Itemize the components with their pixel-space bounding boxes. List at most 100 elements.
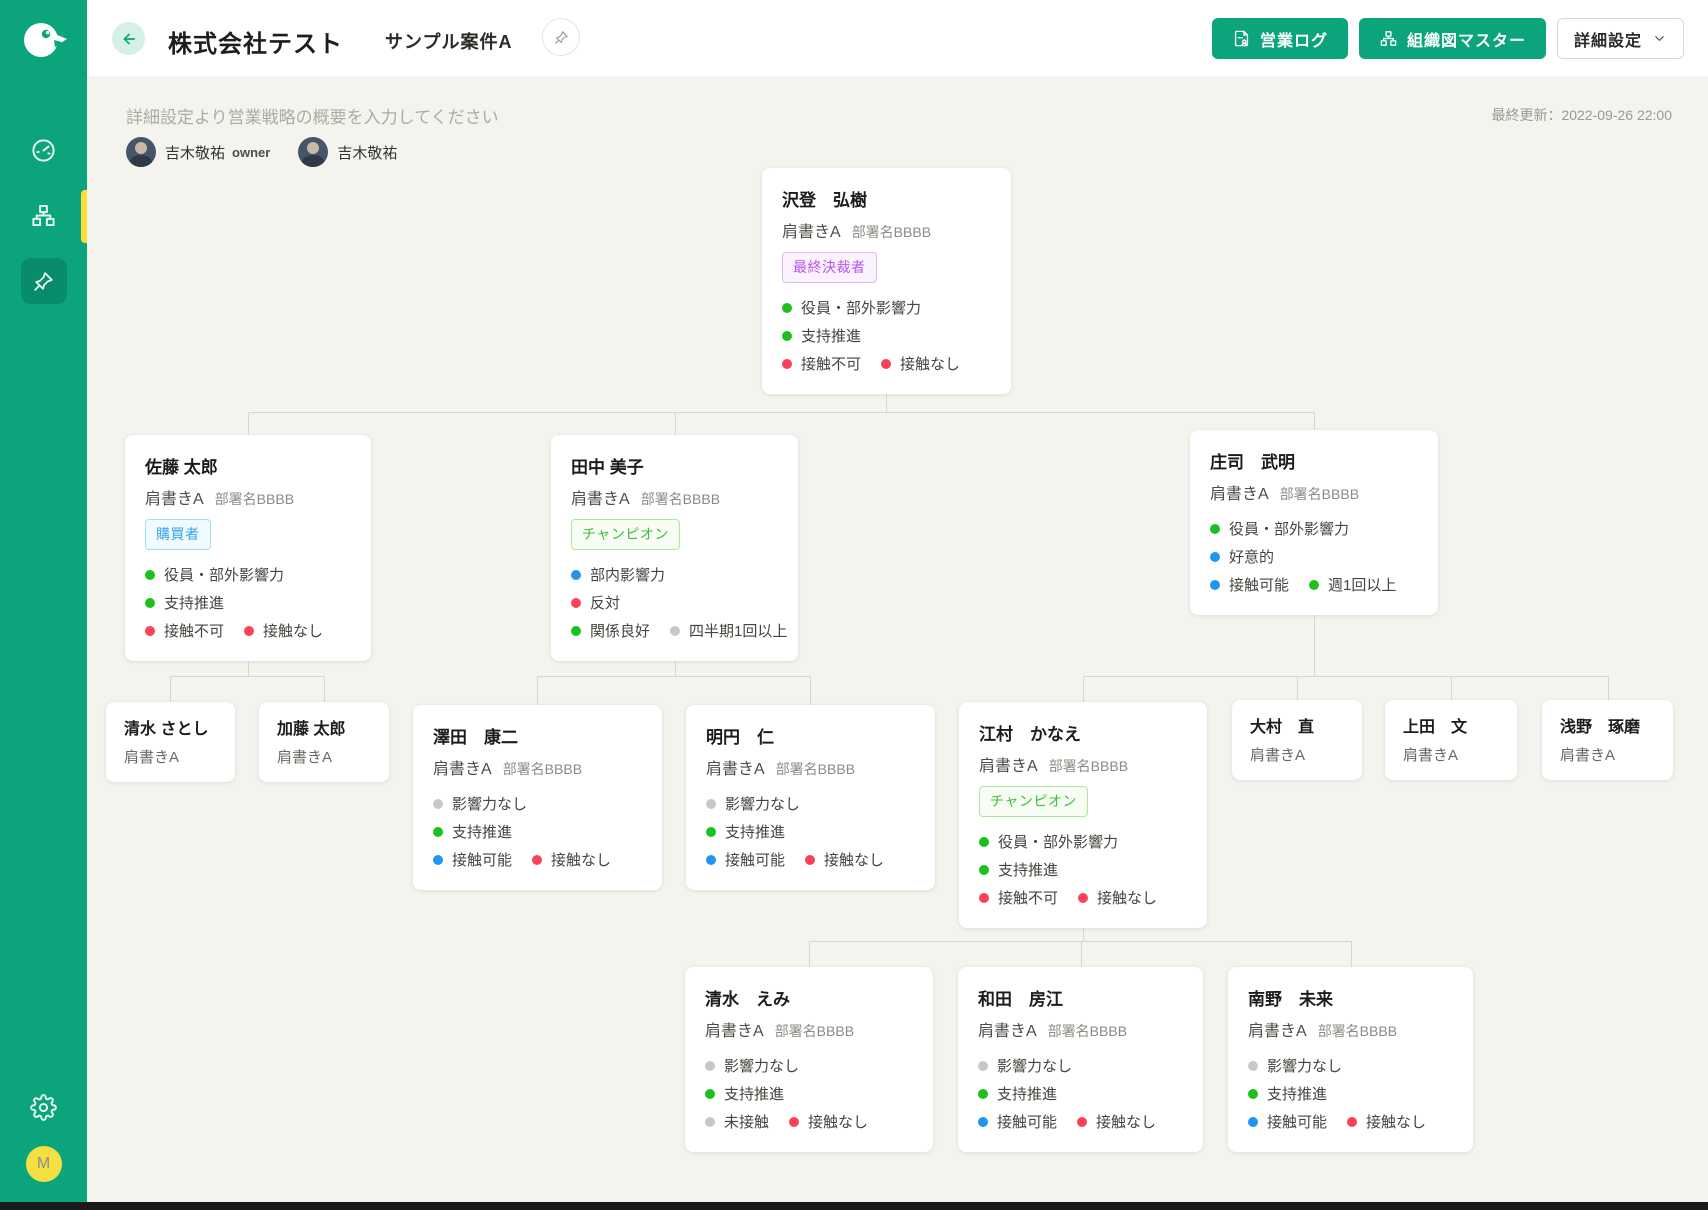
status-item: 接触可能 xyxy=(433,849,512,870)
gauge-icon xyxy=(32,138,55,162)
connector-line xyxy=(809,941,1351,942)
app-logo[interactable] xyxy=(18,14,70,66)
person-card[interactable]: 和田 房江 肩書きA 部署名BBBB 影響力なし支持推進接触可能接触なし xyxy=(958,967,1203,1152)
person-name: 浅野 琢磨 xyxy=(1560,719,1641,736)
person-card[interactable]: 加藤 太郎 肩書きA xyxy=(259,702,389,782)
member-item[interactable]: 吉木敬祐 xyxy=(298,137,397,167)
status-dot-blue xyxy=(1248,1116,1258,1127)
connector-line xyxy=(1314,412,1315,430)
org-chart-icon xyxy=(32,204,55,226)
pin-deal-button[interactable] xyxy=(542,18,580,56)
status-dot-green xyxy=(979,864,989,875)
status-label: 役員・部外影響力 xyxy=(998,834,1119,851)
user-avatar[interactable]: M xyxy=(25,1146,62,1182)
header-actions: 営業ログ 組織図マスター 詳細設定 xyxy=(1211,18,1684,59)
person-card[interactable]: 江村 かなえ 肩書きA 部署名BBBB チャンピオン 役員・部外影響力支持推進接… xyxy=(959,702,1207,928)
person-title: 肩書きA xyxy=(1248,1023,1307,1040)
status-row: 接触可能接触なし xyxy=(706,849,915,870)
status-row: 役員・部外影響力 xyxy=(1210,518,1418,539)
sidebar-item-org-chart[interactable] xyxy=(21,192,67,238)
person-title: 肩書きA xyxy=(979,758,1038,775)
person-name: 清水 さとし xyxy=(124,721,209,738)
member-list: 吉木敬祐 owner 吉木敬祐 xyxy=(126,137,397,167)
status-item: 影響力なし xyxy=(1248,1055,1342,1076)
person-card[interactable]: 清水 さとし 肩書きA xyxy=(106,702,235,782)
back-button[interactable] xyxy=(112,22,145,55)
status-item: 支持推進 xyxy=(145,592,224,613)
sales-log-button[interactable]: 営業ログ xyxy=(1211,18,1348,59)
person-name: 加藤 太郎 xyxy=(277,721,346,738)
sidebar-item-pinned[interactable] xyxy=(20,258,67,304)
status-row: 支持推進 xyxy=(706,821,915,842)
status-label: 好意的 xyxy=(1229,549,1275,566)
org-master-button[interactable]: 組織図マスター xyxy=(1358,18,1546,59)
member-owner[interactable]: 吉木敬祐 owner xyxy=(126,137,270,167)
person-card[interactable]: 庄司 武明 肩書きA 部署名BBBB 役員・部外影響力好意的接触可能週1回以上 xyxy=(1190,430,1438,615)
person-title-row: 肩書きA 部署名BBBB xyxy=(978,1017,1183,1041)
status-rows: 影響力なし支持推進接触可能接触なし xyxy=(978,1055,1183,1132)
person-title: 肩書きA xyxy=(433,761,492,778)
person-title-row: 肩書きA 部署名BBBB xyxy=(706,755,915,779)
status-item: 好意的 xyxy=(1210,546,1274,567)
document-log-icon xyxy=(1234,30,1249,47)
person-card[interactable]: 清水 えみ 肩書きA 部署名BBBB 影響力なし支持推進未接触接触なし xyxy=(685,967,933,1152)
person-name: 田中 美子 xyxy=(571,458,644,477)
person-title: 肩書きA xyxy=(978,1023,1037,1040)
status-label: 支持推進 xyxy=(452,824,513,841)
person-card[interactable]: 澤田 康二 肩書きA 部署名BBBB 影響力なし支持推進接触可能接触なし xyxy=(413,705,662,890)
status-item: 接触可能 xyxy=(1210,574,1289,595)
status-item: 役員・部外影響力 xyxy=(1210,518,1349,539)
status-dot-red xyxy=(782,358,792,369)
connector-line xyxy=(248,412,249,435)
pin-icon xyxy=(34,271,53,291)
status-item: 部内影響力 xyxy=(571,564,665,585)
status-item: 影響力なし xyxy=(706,793,800,814)
status-label: 影響力なし xyxy=(1267,1058,1343,1075)
pin-icon xyxy=(554,30,568,44)
status-row: 接触不可接触なし xyxy=(979,887,1187,908)
sidebar-item-dashboard[interactable] xyxy=(21,127,67,173)
person-card[interactable]: 大村 直 肩書きA xyxy=(1232,700,1362,780)
status-row: 支持推進 xyxy=(978,1083,1183,1104)
sidebar-item-settings[interactable] xyxy=(21,1084,67,1130)
member-avatar xyxy=(298,137,329,167)
status-dot-red xyxy=(145,625,155,636)
person-name: 上田 文 xyxy=(1403,719,1468,736)
status-item: 接触なし xyxy=(789,1111,868,1132)
connector-line xyxy=(675,412,676,435)
detail-settings-button[interactable]: 詳細設定 xyxy=(1556,18,1684,59)
status-label: 影響力なし xyxy=(997,1058,1073,1075)
person-title: 肩書きA xyxy=(277,749,333,766)
status-label: 支持推進 xyxy=(997,1086,1058,1103)
status-dot-green xyxy=(978,1088,988,1099)
status-label: 接触なし xyxy=(1096,1114,1157,1131)
person-card[interactable]: 上田 文 肩書きA xyxy=(1385,700,1517,780)
person-card[interactable]: 明円 仁 肩書きA 部署名BBBB 影響力なし支持推進接触可能接触なし xyxy=(686,705,935,890)
role-badge: 最終決裁者 xyxy=(782,252,877,283)
connector-line xyxy=(170,676,324,677)
status-row: 接触不可接触なし xyxy=(145,620,351,641)
status-dot-gray xyxy=(433,798,443,809)
person-card[interactable]: 沢登 弘樹 肩書きA 部署名BBBB 最終決裁者 役員・部外影響力支持推進接触不… xyxy=(762,168,1011,394)
status-item: 支持推進 xyxy=(978,1083,1057,1104)
strategy-summary-input[interactable]: 詳細設定より営業戦略の概要を入力してください xyxy=(126,108,499,127)
status-row: 反対 xyxy=(571,592,778,613)
person-name: 清水 えみ xyxy=(705,990,790,1009)
connector-line xyxy=(537,676,810,677)
status-label: 支持推進 xyxy=(1267,1086,1328,1103)
person-card[interactable]: 田中 美子 肩書きA 部署名BBBB チャンピオン 部内影響力反対関係良好四半期… xyxy=(551,435,798,661)
status-dot-red xyxy=(881,358,892,369)
person-dept: 部署名BBBB xyxy=(640,491,721,507)
member-avatar xyxy=(126,137,156,167)
status-rows: 影響力なし支持推進接触可能接触なし xyxy=(706,793,915,870)
arrow-left-icon xyxy=(123,33,135,44)
member-name: 吉木敬祐 xyxy=(165,144,226,162)
status-item: 接触不可 xyxy=(782,353,861,374)
status-item: 週1回以上 xyxy=(1309,574,1396,595)
person-card[interactable]: 南野 未来 肩書きA 部署名BBBB 影響力なし支持推進接触可能接触なし xyxy=(1228,967,1473,1152)
connector-line xyxy=(1451,676,1452,700)
person-title-row: 肩書きA xyxy=(1560,744,1655,765)
person-title-row: 肩書きA xyxy=(277,746,371,767)
person-card[interactable]: 浅野 琢磨 肩書きA xyxy=(1542,700,1673,780)
person-card[interactable]: 佐藤 太郎 肩書きA 部署名BBBB 購買者 役員・部外影響力支持推進接触不可接… xyxy=(125,435,371,661)
